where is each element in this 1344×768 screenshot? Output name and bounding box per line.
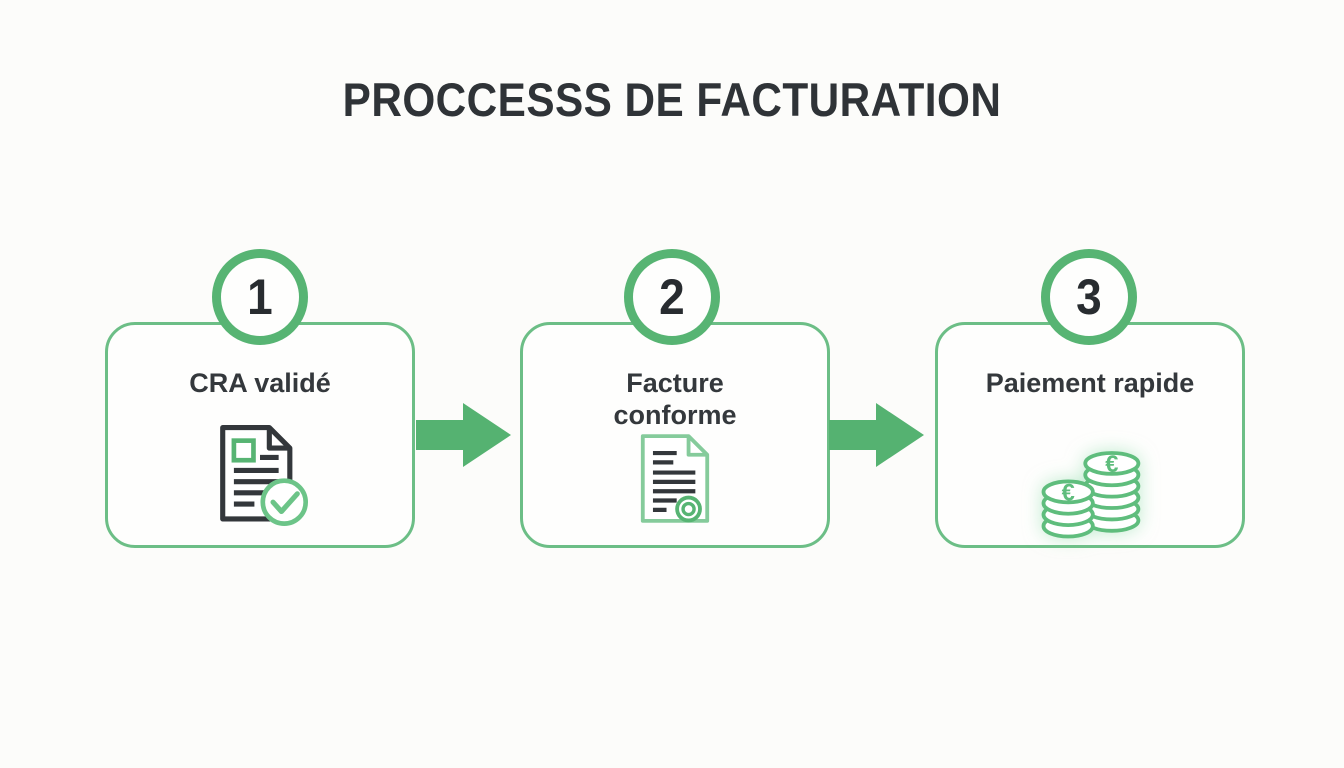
- euro-symbol: €: [1062, 480, 1075, 506]
- step-number: 2: [659, 269, 685, 325]
- step-label: Facture conforme: [613, 368, 737, 430]
- step-number-badge-1: 1: [212, 249, 308, 345]
- step-card-1: CRA validé: [105, 322, 415, 548]
- arrow-right-icon: [416, 403, 511, 467]
- step-number-badge-3: 3: [1041, 249, 1137, 345]
- document-seal-icon: [636, 431, 714, 531]
- document-check-icon: [208, 422, 313, 537]
- step-label: Paiement rapide: [985, 368, 1195, 398]
- arrow-right-icon: [829, 403, 924, 467]
- page-title: PROCCESSS DE FACTURATION: [342, 73, 1002, 126]
- step-label: CRA validé: [189, 368, 331, 398]
- step-card-2: Facture conforme: [520, 322, 830, 548]
- step-number: 3: [1076, 269, 1102, 325]
- euro-coins-icon: € €: [1034, 440, 1146, 545]
- step-card-3: Paiement rapide € €: [935, 322, 1245, 548]
- step-number-badge-2: 2: [624, 249, 720, 345]
- step-number: 1: [247, 269, 273, 325]
- euro-symbol: €: [1105, 452, 1118, 478]
